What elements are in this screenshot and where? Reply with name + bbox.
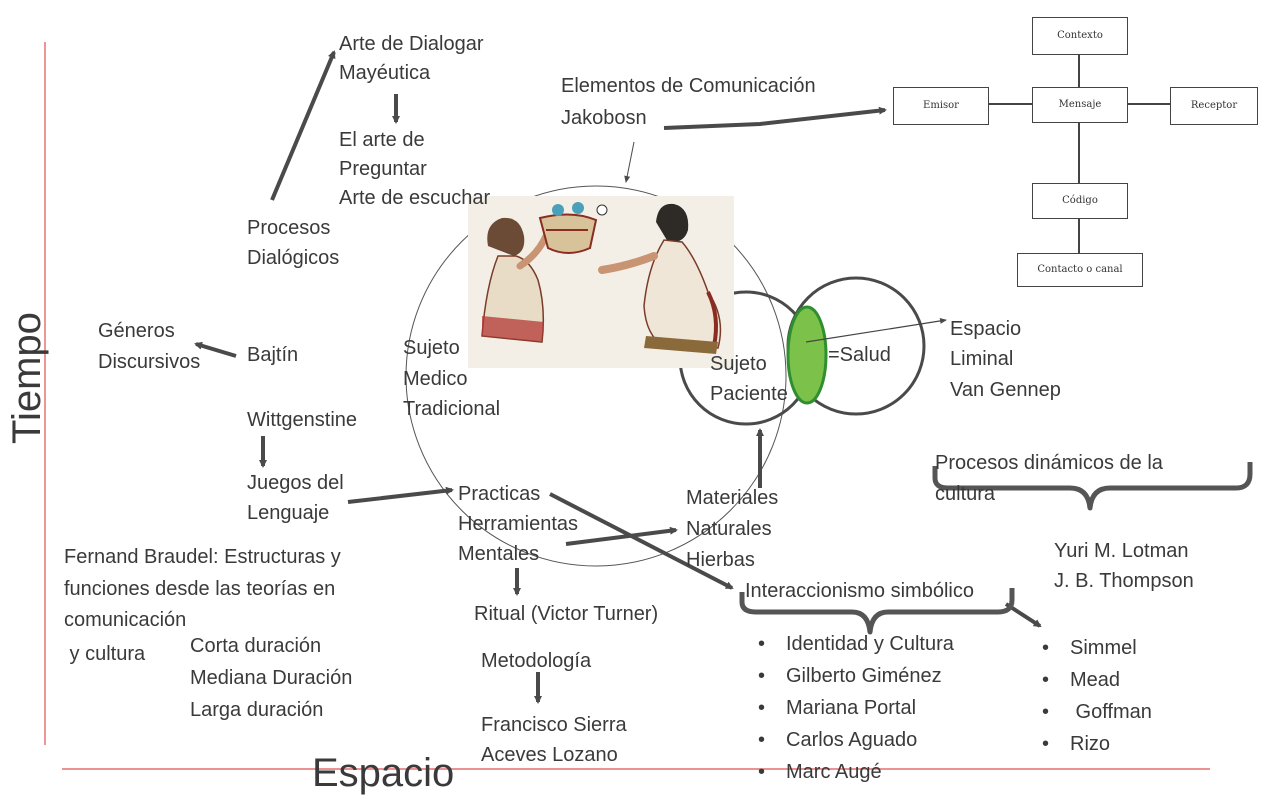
- label-generos: Géneros: [98, 320, 175, 342]
- label-braudel-1: Fernand Braudel: Estructuras y: [64, 546, 341, 568]
- label-dialogicos: Dialógicos: [247, 247, 340, 269]
- arrow-procesos-to-dialogar: [270, 50, 336, 201]
- arrow-to-espacio-liminal: [805, 317, 947, 343]
- list-item: Marc Augé: [752, 756, 954, 788]
- list-item: Gilberto Giménez: [752, 660, 954, 692]
- label-sujeto-paciente-1: Sujeto: [710, 353, 767, 375]
- label-mentales: Mentales: [458, 543, 540, 565]
- list-item: Simmel: [1036, 632, 1152, 664]
- label-procesos: Procesos: [247, 217, 331, 239]
- arrow-bajtin-to-generos: [194, 341, 237, 358]
- label-sujeto-paciente-2: Paciente: [710, 383, 788, 405]
- codex-illustration: [468, 196, 734, 368]
- label-aceves-lozano: Aceves Lozano: [481, 744, 618, 766]
- label-espacio: Espacio: [950, 318, 1022, 340]
- jakobson-codigo-label: Código: [1062, 195, 1098, 206]
- label-mediana-duracion: Mediana Duración: [190, 667, 353, 689]
- label-cultura: cultura: [935, 483, 996, 505]
- label-wittgenstine: Wittgenstine: [247, 409, 358, 431]
- jakobson-box-receptor: Receptor: [1170, 87, 1258, 125]
- label-juegos-del: Juegos del: [247, 472, 344, 494]
- label-metodologia: Metodología: [481, 650, 592, 672]
- simmel-list: Simmel Mead Goffman Rizo: [1036, 632, 1152, 760]
- jakobson-mensaje-label: Mensaje: [1058, 99, 1102, 110]
- arrow-juegos-to-practicas: [347, 486, 454, 504]
- list-item: Mead: [1036, 664, 1152, 696]
- label-discursivos: Discursivos: [98, 351, 201, 373]
- axis-label-espacio: Espacio: [312, 751, 455, 795]
- label-sujeto-medico-2: Medico: [403, 368, 468, 390]
- label-practicas: Practicas: [458, 483, 541, 505]
- jakobson-receptor-label: Receptor: [1190, 100, 1238, 111]
- label-salud: =Salud: [828, 344, 891, 366]
- arrow-jakobson-to-circle: [624, 141, 635, 183]
- arrow-practicas-to-interaccionismo: [549, 492, 734, 590]
- label-ritual: Ritual (Victor Turner): [474, 603, 659, 625]
- label-hierbas: Hierbas: [686, 549, 755, 571]
- label-arte-escuchar: Arte de escuchar: [339, 187, 491, 209]
- axis-label-tiempo: Tiempo: [5, 312, 49, 444]
- label-liminal: Liminal: [950, 348, 1014, 370]
- label-lenguaje: Lenguaje: [247, 502, 330, 524]
- brace-procesos-dinamicos: [932, 462, 1253, 511]
- label-el-arte-de: El arte de: [339, 129, 425, 151]
- identidad-list: Identidad y Cultura Gilberto Giménez Mar…: [752, 628, 954, 788]
- list-item: Mariana Portal: [752, 692, 954, 724]
- codex-figures: [481, 202, 722, 354]
- jakobson-contacto-label: Contacto o canal: [1037, 264, 1123, 275]
- jakobson-box-codigo: Código: [1032, 183, 1128, 219]
- liminal-intersection: [786, 305, 828, 405]
- label-lotman: Yuri M. Lotman: [1054, 540, 1189, 562]
- label-van-gennep: Van Gennep: [950, 379, 1061, 401]
- label-interaccionismo: Interaccionismo simbólico: [745, 580, 974, 602]
- list-item: Carlos Aguado: [752, 724, 954, 756]
- label-braudel-2: funciones desde las teorías en: [64, 578, 336, 600]
- label-sujeto-medico-3: Tradicional: [403, 398, 501, 420]
- label-thompson: J. B. Thompson: [1054, 570, 1194, 592]
- jakobson-box-mensaje: Mensaje: [1032, 87, 1128, 123]
- jakobson-contexto-label: Contexto: [1057, 30, 1103, 41]
- label-herramientas: Herramientas: [458, 513, 579, 535]
- label-braudel-3: comunicación: [64, 609, 187, 631]
- label-braudel-4: y cultura: [64, 643, 146, 665]
- arrow-jakobosn-to-emisor: [663, 106, 887, 130]
- label-bajtin: Bajtín: [247, 344, 299, 366]
- jakobson-emisor-label: Emisor: [923, 100, 959, 111]
- arrow-mentales-to-materiales: [565, 526, 678, 546]
- label-francisco-sierra: Francisco Sierra: [481, 714, 627, 736]
- label-larga-duracion: Larga duración: [190, 699, 324, 721]
- label-procesos-dinamicos: Procesos dinámicos de la: [935, 452, 1163, 474]
- label-elementos-comunicacion: Elementos de Comunicación: [561, 75, 816, 97]
- label-materiales: Materiales: [686, 487, 779, 509]
- jakobson-box-emisor: Emisor: [893, 87, 989, 125]
- label-mayeutica: Mayéutica: [339, 62, 431, 84]
- central-circle: [405, 185, 787, 567]
- label-sujeto-medico-1: Sujeto: [403, 337, 460, 359]
- jakobson-box-contexto: Contexto: [1032, 17, 1128, 55]
- list-item: Identidad y Cultura: [752, 628, 954, 660]
- label-arte-dialogar: Arte de Dialogar: [339, 33, 484, 55]
- label-corta-duracion: Corta duración: [190, 635, 322, 657]
- list-item: Goffman: [1036, 696, 1152, 728]
- label-jakobosn: Jakobosn: [561, 107, 647, 129]
- list-item: Rizo: [1036, 728, 1152, 760]
- label-preguntar: Preguntar: [339, 158, 427, 180]
- jakobson-box-contacto: Contacto o canal: [1017, 253, 1143, 287]
- label-naturales: Naturales: [686, 518, 772, 540]
